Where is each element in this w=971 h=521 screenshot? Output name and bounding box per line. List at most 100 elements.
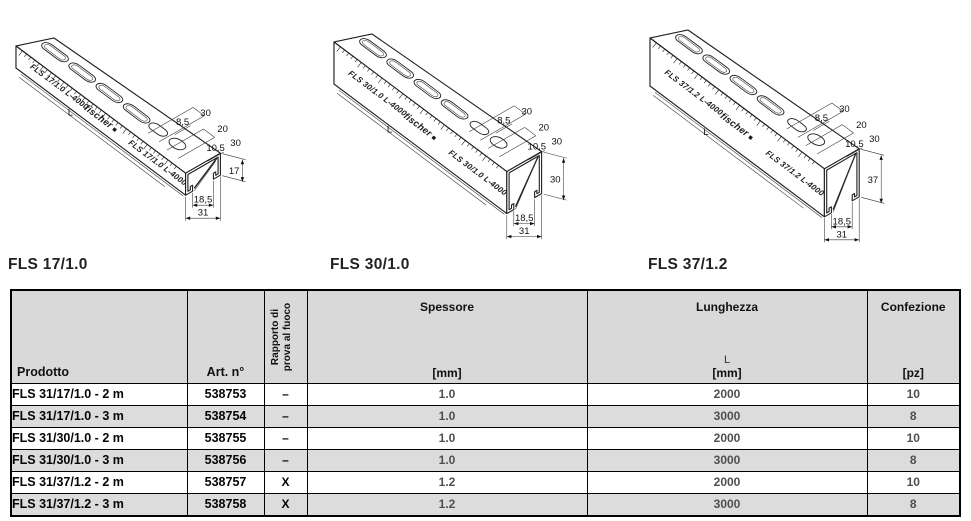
slot-hole bbox=[729, 75, 758, 95]
dim-label-gap: 20 bbox=[856, 120, 867, 131]
col-header-art-label: Art. n° bbox=[206, 365, 245, 379]
cell-prodotto: FLS 31/37/1.2 - 2 m bbox=[10, 471, 188, 494]
drawing-line bbox=[408, 99, 412, 103]
slot-hole bbox=[148, 122, 168, 137]
dim-label-slot-length: 30 bbox=[200, 108, 211, 119]
drawing-line bbox=[795, 148, 799, 152]
col-header-spessore-unit: [mm] bbox=[432, 366, 462, 380]
drawing-line bbox=[662, 48, 665, 53]
cell-fuoco: – bbox=[263, 427, 308, 450]
drawing-line bbox=[36, 63, 40, 67]
drawing-line bbox=[770, 130, 774, 134]
dim-label-opening: 18,5 bbox=[194, 195, 213, 206]
drawing-line bbox=[354, 59, 358, 63]
cell-confezione: 8 bbox=[866, 493, 961, 517]
dim-arrow bbox=[831, 225, 836, 229]
drawing-line bbox=[491, 162, 495, 166]
drawing-line bbox=[357, 62, 362, 68]
drawing-line bbox=[18, 50, 23, 56]
drawing-line bbox=[482, 155, 487, 161]
drawing-line bbox=[543, 151, 567, 159]
drawing-line bbox=[861, 197, 885, 204]
cell-spessore: 1.0 bbox=[306, 383, 588, 406]
drawing-line bbox=[450, 130, 453, 135]
drawing-line bbox=[338, 89, 505, 215]
dim-arrow bbox=[506, 234, 512, 239]
dim-label-length: L bbox=[703, 127, 708, 138]
drawing-line bbox=[178, 137, 215, 159]
drawing-line bbox=[658, 45, 661, 49]
drawing-line bbox=[32, 60, 36, 64]
drawing-line bbox=[724, 95, 728, 99]
slot-hole bbox=[41, 42, 69, 63]
cell-lunghezza: 3000 bbox=[586, 493, 868, 517]
slot-hole bbox=[359, 38, 387, 59]
drawing-line bbox=[375, 74, 379, 78]
slot-hole bbox=[44, 44, 66, 61]
figure-label-fls30: FLS 30/1.0 bbox=[330, 256, 410, 273]
drawing-line bbox=[65, 84, 69, 89]
cell-prodotto: FLS 31/17/1.0 - 3 m bbox=[10, 405, 188, 428]
drawing-line bbox=[543, 193, 567, 201]
slot-hole bbox=[440, 99, 469, 120]
dim-label-pitch: 30 bbox=[869, 134, 880, 145]
drawing-line bbox=[687, 67, 690, 71]
dim-label-gap: 20 bbox=[217, 124, 228, 135]
dim-label-width: 31 bbox=[519, 226, 530, 237]
drawing-line bbox=[101, 113, 106, 119]
drawing-line bbox=[703, 80, 707, 84]
drawing-line bbox=[28, 56, 31, 61]
product-table: Prodotto Art. n° Rapporto di prova al fu… bbox=[10, 289, 961, 517]
drawing-line bbox=[396, 90, 399, 94]
dim-label-slot-width: 8,5 bbox=[176, 117, 189, 128]
figure-label-fls37: FLS 37/1.2 bbox=[648, 256, 728, 273]
cell-fuoco: X bbox=[263, 471, 308, 494]
col-header-lunghezza: Lunghezza L [mm] bbox=[586, 289, 868, 384]
col-header-confezione-unit: [pz] bbox=[902, 366, 924, 380]
dim-arrow bbox=[879, 155, 883, 160]
drawing-line bbox=[803, 154, 807, 159]
beam-face bbox=[823, 148, 860, 218]
drawing-line bbox=[336, 46, 341, 52]
drawing-line bbox=[111, 119, 115, 123]
cell-fuoco: – bbox=[263, 449, 308, 472]
drawing-line bbox=[832, 156, 855, 213]
dim-arrow bbox=[561, 195, 566, 201]
drawing-line bbox=[479, 152, 483, 156]
drawing-line bbox=[169, 162, 173, 167]
drawing-line bbox=[122, 128, 127, 134]
cell-art: 538754 bbox=[186, 405, 265, 428]
drawing-line bbox=[496, 165, 499, 169]
slot-hole bbox=[787, 118, 807, 133]
drawing-line bbox=[44, 69, 48, 73]
drawing-line bbox=[683, 64, 686, 68]
slot-hole bbox=[95, 83, 124, 103]
drawing-line bbox=[515, 159, 538, 210]
drawing-line bbox=[194, 161, 216, 191]
drawing-line bbox=[782, 139, 786, 143]
table-header-row: Prodotto Art. n° Rapporto di prova al fu… bbox=[10, 289, 961, 384]
drawing-line bbox=[813, 120, 830, 131]
drawing-line bbox=[468, 105, 515, 133]
drawing-line bbox=[797, 111, 844, 138]
cell-confezione: 10 bbox=[866, 427, 961, 450]
cell-spessore: 1.0 bbox=[306, 427, 588, 450]
drawing-line bbox=[471, 146, 474, 150]
drawing-line bbox=[153, 150, 156, 154]
drawing-line bbox=[524, 127, 537, 137]
cell-fuoco: X bbox=[263, 493, 308, 517]
drawing-line bbox=[777, 136, 782, 142]
drawing-line bbox=[454, 134, 458, 138]
drawing-line bbox=[805, 124, 843, 146]
drawing-line bbox=[475, 149, 478, 153]
drawing-line bbox=[53, 75, 56, 79]
drawing-line bbox=[419, 109, 424, 115]
drawing-line bbox=[119, 125, 123, 129]
cell-fuoco: – bbox=[263, 405, 308, 428]
